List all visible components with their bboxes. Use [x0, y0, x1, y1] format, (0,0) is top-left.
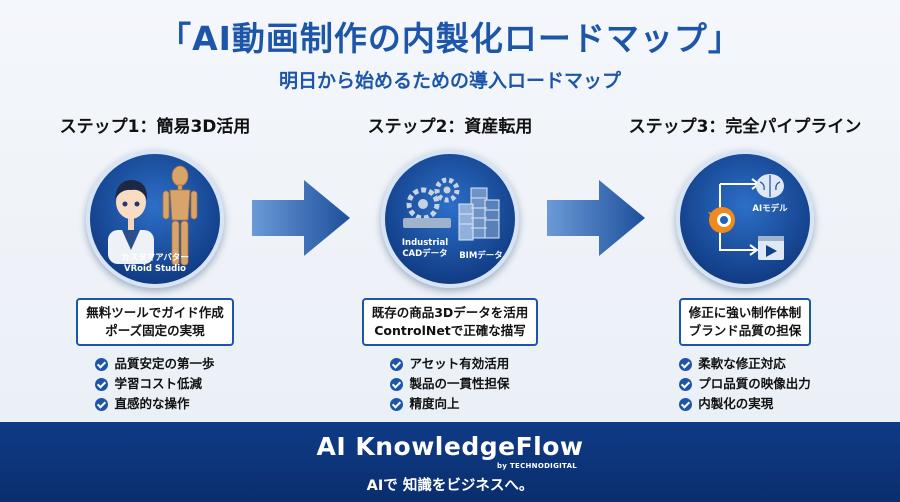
page-subtitle: 明日から始めるための導入ロードマップ	[278, 70, 621, 92]
step-summary: 無料ツールでガイド作成 ポーズ固定の実現	[76, 298, 234, 346]
check-icon	[679, 377, 693, 391]
list-item: アセット有効活用	[390, 354, 509, 374]
benefit-list: 品質安定の第一歩 学習コスト低減 直感的な操作	[95, 354, 215, 414]
buildings-icon	[458, 187, 500, 241]
list-item: 製品の一貫性担保	[390, 374, 510, 394]
page-title: 「AI動画制作の内製化ロードマップ」	[158, 19, 742, 58]
benefit-list: 柔軟な修正対応 プロ品質の映像出力 内製化の実現	[679, 354, 811, 414]
avatar-icon	[108, 180, 154, 264]
gears-icon	[403, 177, 460, 228]
benefit-list: アセット有効活用 製品の一貫性担保 精度向上	[390, 354, 510, 414]
summary-line: 無料ツールでガイド作成	[86, 305, 224, 320]
step-2-illustration: Industrial CADデータ BIMデータ	[381, 150, 519, 288]
summary-line: ControlNetで正確な描写	[374, 323, 526, 338]
summary-line: ポーズ固定の実現	[105, 323, 205, 338]
brand-tagline: AIで 知識をビジネスへ。	[366, 478, 534, 494]
summary-line: ブランド品質の担保	[688, 323, 802, 338]
step-heading: ステップ2：資産転用	[367, 117, 533, 137]
list-item: 品質安定の第一歩	[95, 354, 215, 374]
check-icon	[95, 377, 109, 391]
brand-name: AI KnowledgeFlow	[316, 432, 584, 461]
list-item: 内製化の実現	[679, 394, 811, 414]
step-summary: 修正に強い制作体制 ブランド品質の担保	[678, 298, 812, 346]
list-item: プロ品質の映像出力	[679, 374, 811, 394]
list-item: 直感的な操作	[95, 394, 214, 414]
check-icon	[95, 357, 109, 371]
check-icon	[390, 377, 404, 391]
step-heading: ステップ1：簡易3D活用	[59, 117, 251, 137]
step-summary: 既存の商品3Dデータを活用 ControlNetで正確な描写	[361, 298, 539, 346]
avatar-label: カスタマアバター	[121, 253, 189, 263]
arrow-right-icon	[547, 180, 645, 256]
list-item: 学習コスト低減	[95, 374, 214, 394]
summary-line: 修正に強い制作体制	[688, 305, 802, 320]
check-icon	[390, 397, 404, 411]
step-3-illustration: AIモデル	[676, 150, 814, 288]
cad-label: CADデータ	[402, 249, 448, 259]
step-1-illustration: カスタマアバター VRoid Studio	[86, 150, 224, 288]
check-icon	[95, 397, 109, 411]
brand-byline: by TECHNODIGITAL	[497, 462, 578, 470]
check-icon	[390, 357, 404, 371]
tool-label: VRoid Studio	[124, 264, 186, 274]
step-heading: ステップ3：完全パイプライン	[628, 117, 862, 137]
step-2: ステップ2：資産転用 Industrial CADデータ	[325, 112, 575, 414]
list-item: 柔軟な修正対応	[679, 354, 811, 374]
step-3: ステップ3：完全パイプライン AIモデル	[620, 112, 870, 414]
video-play-icon	[758, 236, 784, 260]
brain-icon	[756, 174, 784, 198]
ai-model-label: AIモデル	[752, 204, 788, 214]
bim-label: BIMデータ	[459, 251, 503, 261]
arrow-right-icon	[252, 180, 350, 256]
footer-banner: AI KnowledgeFlow by TECHNODIGITAL AIで 知識…	[0, 422, 900, 502]
list-item: 精度向上	[390, 394, 509, 414]
check-icon	[679, 397, 693, 411]
industrial-label: Industrial	[401, 238, 449, 248]
summary-line: 既存の商品3Dデータを活用	[371, 305, 529, 320]
check-icon	[679, 357, 693, 371]
step-1: ステップ1：簡易3D活用 カスタマアバター VRoid	[30, 112, 280, 414]
mannequin-icon	[162, 165, 198, 266]
